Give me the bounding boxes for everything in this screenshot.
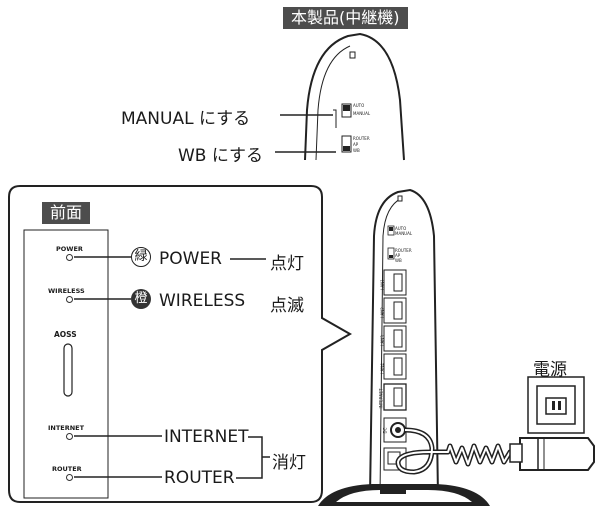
side-switch2-pos-0: ROUTER xyxy=(395,248,412,253)
router-callout: ROUTER xyxy=(164,468,235,488)
power-callout: POWER xyxy=(159,249,222,269)
led-label-internet: INTERNET xyxy=(48,424,85,432)
top-device-slot xyxy=(349,51,356,59)
lan4-label: LAN4 xyxy=(379,363,385,374)
switch2-instruction: WB にする xyxy=(178,146,264,166)
side-switch2-pos-1: AP xyxy=(395,253,401,258)
green-mark: 緑 xyxy=(131,247,151,267)
top-switch2-pos-2: WB xyxy=(353,148,360,153)
aoss-label: AOSS xyxy=(54,330,77,339)
led-label-power: POWER xyxy=(56,245,83,253)
device-tag: 本製品(中継機) xyxy=(283,7,408,29)
side-switch2-pos-2: WB xyxy=(395,258,402,263)
top-switch1-pos-0: AUTO xyxy=(353,103,365,108)
power-state: 点灯 xyxy=(270,254,304,274)
led-label-wireless: WIRELESS xyxy=(48,287,85,295)
wireless-led xyxy=(66,296,73,303)
top-switch2-pos-0: ROUTER xyxy=(353,136,370,141)
top-switch2 xyxy=(341,135,352,153)
power-led xyxy=(66,254,73,261)
top-switch1-pos-1: MANUAL xyxy=(353,111,371,116)
wireless-callout: WIRELESS xyxy=(159,291,246,311)
orange-mark: 橙 xyxy=(131,289,151,309)
top-switch2-pos-1: AP xyxy=(353,142,359,147)
off-state: 消灯 xyxy=(272,453,306,473)
power-plug xyxy=(519,437,595,471)
internet-callout: INTERNET xyxy=(164,427,249,447)
router-led xyxy=(66,474,73,481)
internet-led xyxy=(66,433,73,440)
side-switch1-pos-1: MANUAL xyxy=(395,231,413,236)
aoss-button xyxy=(63,343,73,397)
switch1-instruction: MANUAL にする xyxy=(121,109,251,129)
wireless-state: 点滅 xyxy=(270,296,304,316)
lan1-label: LAN1 xyxy=(379,279,385,290)
power-source-label: 電源 xyxy=(533,360,567,380)
top-device-inner-edge xyxy=(315,45,351,161)
lan-ports xyxy=(383,269,407,411)
dc-label: DC xyxy=(382,427,388,434)
led-label-router: ROUTER xyxy=(52,465,82,473)
lan3-label: LAN3 xyxy=(379,335,385,346)
front-tag: 前面 xyxy=(42,202,91,224)
internet-port-label: INTERNET xyxy=(378,388,384,409)
side-switch1-pos-0: AUTO xyxy=(395,226,407,231)
lan2-label: LAN2 xyxy=(379,307,385,318)
